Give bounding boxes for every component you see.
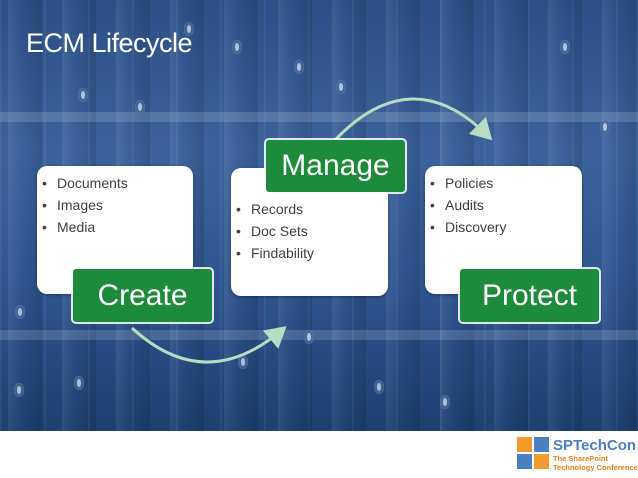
binder-ring xyxy=(294,60,304,74)
binder-ring xyxy=(374,380,384,394)
binder-ring xyxy=(560,40,570,54)
protect-items: Policies Audits Discovery xyxy=(425,166,582,238)
binder-column xyxy=(386,0,420,431)
binder-ring xyxy=(78,88,88,102)
binder-column xyxy=(602,0,636,431)
create-label: Create xyxy=(73,269,212,322)
logo-tagline-1: The SharePoint xyxy=(553,454,609,463)
list-item: Documents xyxy=(37,172,193,194)
binder-ring xyxy=(304,330,314,344)
shelf xyxy=(0,330,638,340)
list-item: Doc Sets xyxy=(231,220,388,242)
binder-ring xyxy=(600,120,610,134)
logo-tagline-2: Technology Conference xyxy=(553,463,638,472)
list-item: Media xyxy=(37,216,193,238)
binder-ring xyxy=(232,40,242,54)
sptechcon-logo: SPTechCon The SharePoint Technology Conf… xyxy=(517,437,638,473)
binder-ring xyxy=(14,383,24,397)
binder-ring xyxy=(74,376,84,390)
binder-ring xyxy=(135,100,145,114)
list-item: Policies xyxy=(425,172,582,194)
binder-ring xyxy=(15,305,25,319)
manage-label: Manage xyxy=(266,140,405,192)
binder-ring xyxy=(238,355,248,369)
list-item: Findability xyxy=(231,242,388,264)
binder-ring xyxy=(184,22,194,36)
list-item: Records xyxy=(231,198,388,220)
list-item: Audits xyxy=(425,194,582,216)
arrow-create-to-manage xyxy=(130,326,287,364)
list-item: Discovery xyxy=(425,216,582,238)
shelf xyxy=(0,112,638,122)
binder-ring xyxy=(440,395,450,409)
manage-items: Records Doc Sets Findability xyxy=(231,168,388,264)
list-item: Images xyxy=(37,194,193,216)
logo-name: SPTechCon xyxy=(553,437,637,454)
logo-mark-icon xyxy=(517,437,549,469)
arrow-manage-to-protect xyxy=(333,97,493,142)
binder-ring xyxy=(336,80,346,94)
cycle-arrows xyxy=(130,97,493,364)
slide-title: ECM Lifecycle xyxy=(26,28,193,58)
protect-label: Protect xyxy=(460,269,599,322)
create-items: Documents Images Media xyxy=(37,166,193,238)
